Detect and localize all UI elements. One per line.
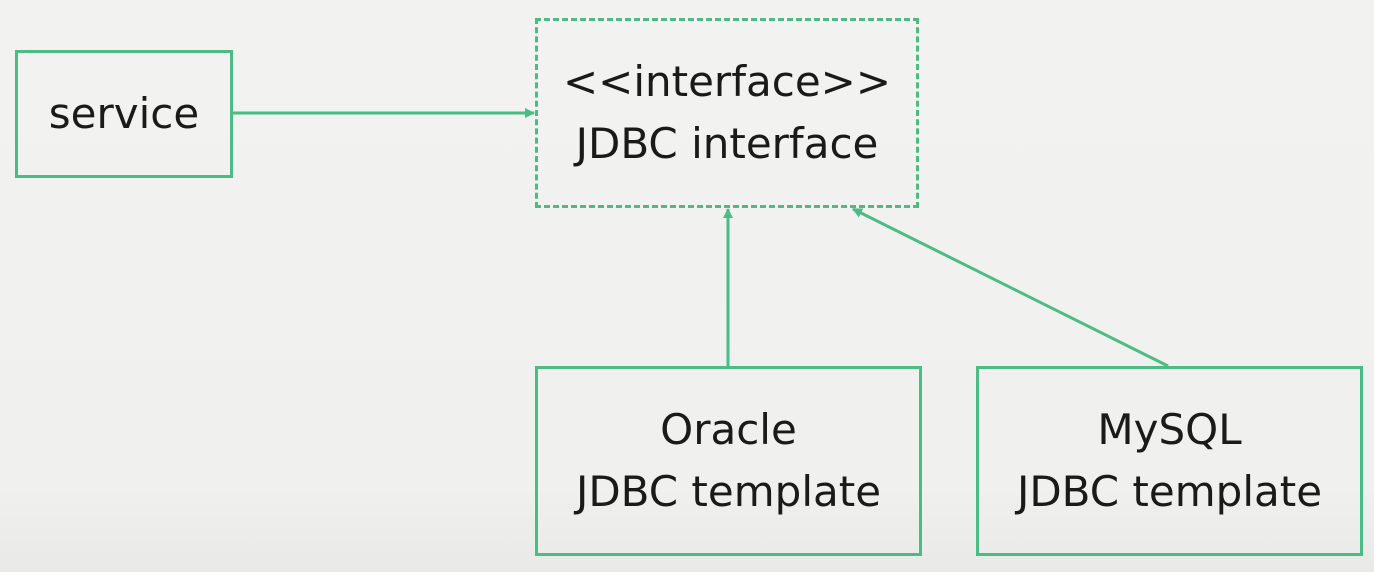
interface-stereotype: <<interface>> — [562, 57, 892, 106]
oracle-label-line2: JDBC template — [575, 467, 882, 516]
service-label: service — [48, 89, 200, 138]
oracle-template-node: Oracle JDBC template — [535, 366, 922, 556]
oracle-label-line1: Oracle — [660, 405, 797, 454]
mysql-label-line1: MySQL — [1097, 405, 1242, 454]
mysql-template-node: MySQL JDBC template — [976, 366, 1363, 556]
mysql-label-line2: JDBC template — [1016, 467, 1323, 516]
jdbc-interface-node: <<interface>> JDBC interface — [535, 18, 919, 208]
service-node: service — [15, 50, 233, 178]
edge-mysql-to-interface — [852, 207, 1169, 368]
interface-label: JDBC interface — [575, 119, 879, 168]
